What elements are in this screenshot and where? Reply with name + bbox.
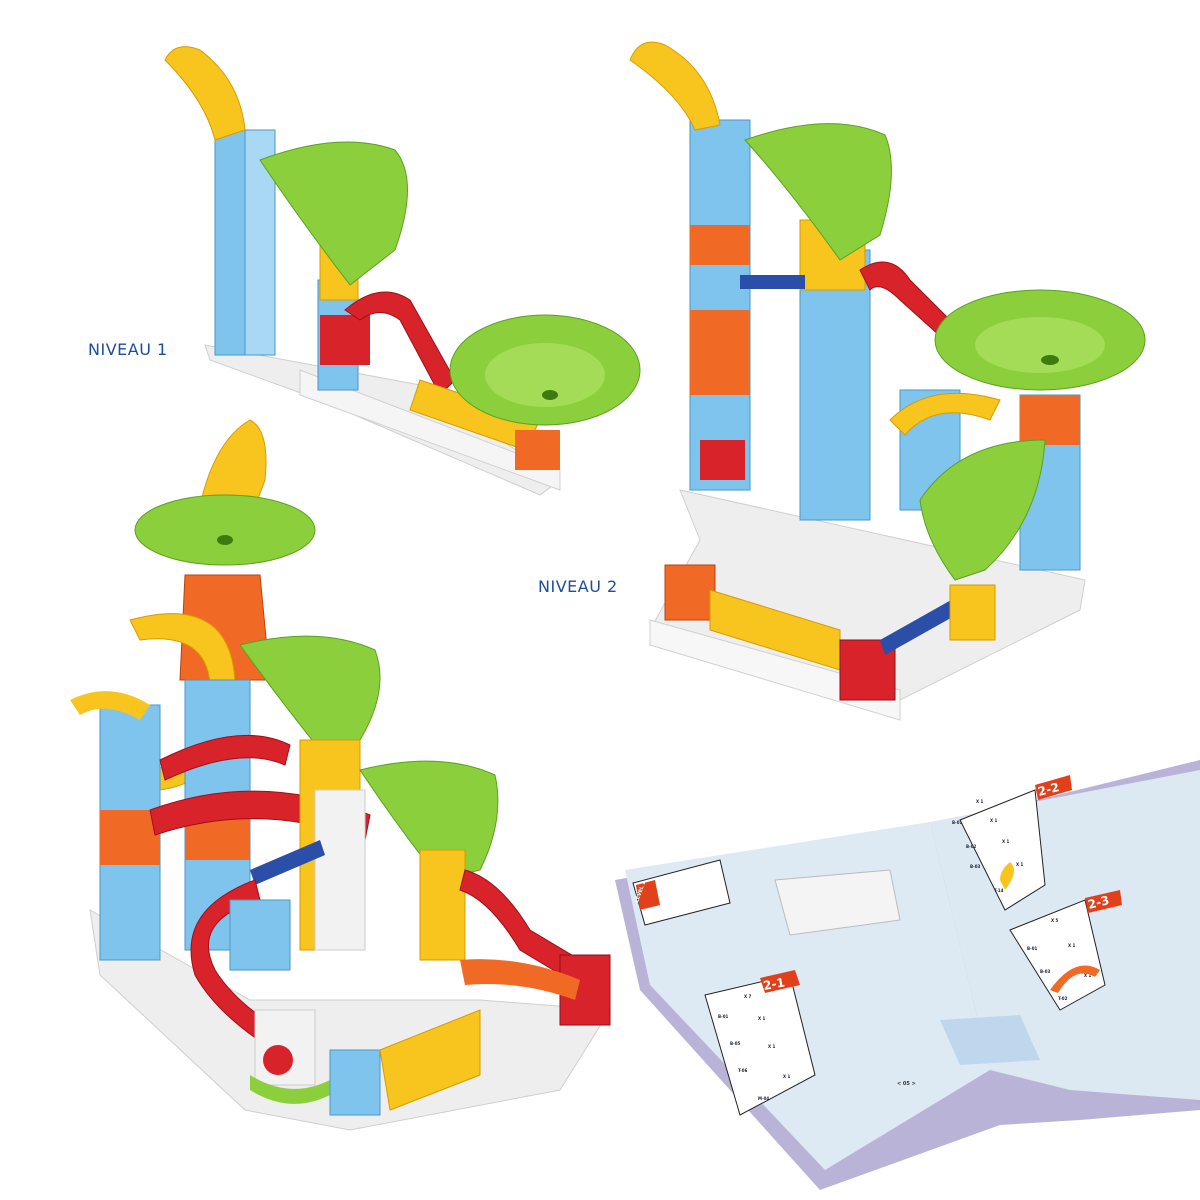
part-qty: X 1 — [1002, 839, 1009, 844]
level-2-marble-run — [629, 41, 1146, 721]
green-spiral-bowl — [134, 494, 316, 566]
part-code: B-03 — [1040, 969, 1050, 974]
level-1-label: NIVEAU 1 — [88, 340, 168, 359]
part-code: B-02 — [966, 844, 976, 849]
level-2-label: NIVEAU 2 — [538, 577, 618, 596]
part-code: B-05 — [730, 1041, 740, 1046]
step-2-3-parts: B-01 X 5 B-03 X 1 T-02 X 1 — [1027, 918, 1091, 1001]
green-funnel — [919, 439, 1046, 581]
part-qty: X 1 — [1068, 943, 1075, 948]
part-code: T-14 — [994, 888, 1004, 893]
step-2-3-title: 2-3 — [1086, 893, 1110, 912]
level-3-marble-run — [70, 419, 611, 1131]
green-funnel — [744, 123, 892, 261]
part-code: T-06 — [738, 1068, 748, 1073]
page-number: < 05 > — [897, 1081, 916, 1087]
green-funnel — [259, 141, 408, 286]
step-2-2-parts: B-01 X 1 B-02 X 1 B-03 X 1 T-14 X 1 — [952, 799, 1023, 893]
part-qty: X 1 — [1016, 862, 1023, 867]
booklet-left-page — [625, 822, 990, 1170]
part-qty: X 1 — [768, 1044, 775, 1049]
part-qty: X 1 — [990, 818, 997, 823]
step-2-1-title: 2-1 — [762, 975, 786, 993]
part-code: M-04 — [758, 1096, 769, 1101]
part-code: B-01 — [718, 1014, 728, 1019]
part-qty: X 7 — [744, 994, 751, 999]
part-qty: X 1 — [758, 1016, 765, 1021]
step-2-2-title: 2-2 — [1036, 780, 1060, 799]
part-code: B-01 — [952, 820, 962, 825]
step-2-1-parts: B-01 X 7 B-05 X 1 T-06 X 1 M-04 X 1 — [718, 994, 790, 1101]
part-qty: X 1 — [783, 1074, 790, 1079]
part-qty: X 1 — [976, 799, 983, 804]
part-qty: X 5 — [1051, 918, 1058, 923]
blue-tower — [689, 119, 751, 491]
red-track — [344, 291, 456, 396]
part-code: T-02 — [1058, 996, 1068, 1001]
green-funnel — [239, 635, 381, 751]
part-code: B-03 — [970, 864, 980, 869]
blue-tower — [214, 129, 246, 356]
part-code: B-01 — [1027, 946, 1037, 951]
yellow-chute — [164, 46, 246, 141]
part-qty: X 1 — [1084, 973, 1091, 978]
level-1-marble-run — [164, 46, 641, 496]
instruction-booklet — [615, 760, 1200, 1190]
